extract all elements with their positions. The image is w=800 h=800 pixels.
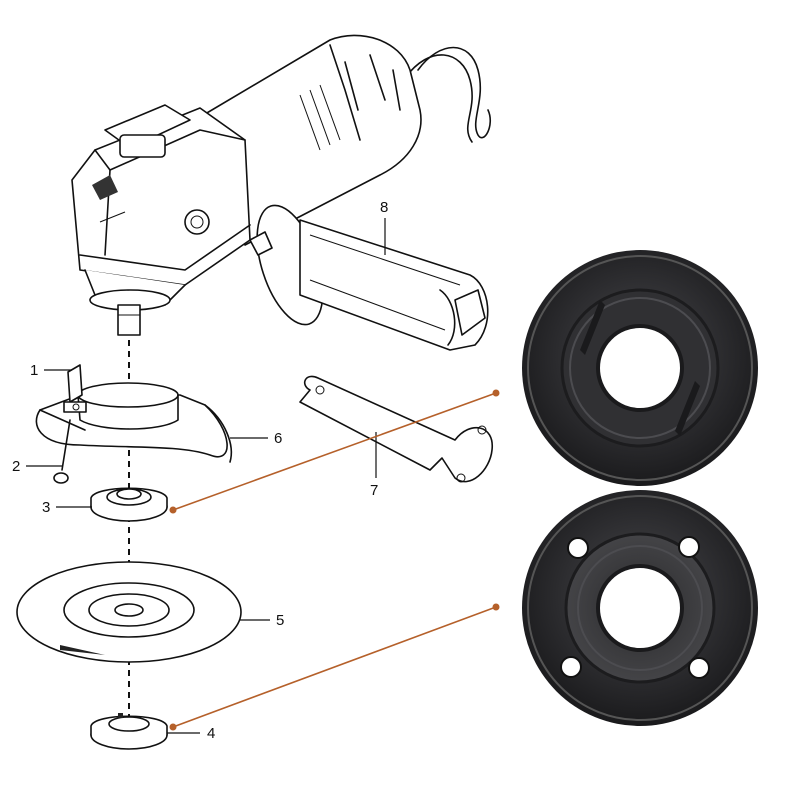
label-8: 8 [380,199,388,216]
callout-line-3 [172,392,497,511]
callout-line-4 [172,606,497,728]
label-3: 3 [42,499,50,516]
callout-dot-4b [492,603,500,611]
label-7: 7 [370,482,378,499]
grinding-disc-icon [16,561,242,663]
label-6: 6 [274,430,282,447]
inner-flange-icon [90,487,168,522]
part-labels: 1 2 3 4 5 6 7 8 [12,199,388,742]
callout-dot-3b [492,389,500,397]
label-1: 1 [30,362,38,379]
label-2: 2 [12,458,20,475]
label-5: 5 [276,612,284,629]
lock-nut-icon [90,713,168,750]
label-4: 4 [207,725,215,742]
lock-nut-photo [522,490,758,726]
callout-lines [169,389,500,731]
inner-flange-photo [522,250,758,486]
wheel-guard-icon [35,364,232,484]
callout-dot-3a [169,506,177,514]
side-handle-icon [249,204,489,351]
angle-grinder-icon [71,34,492,336]
callout-dot-4a [169,723,177,731]
